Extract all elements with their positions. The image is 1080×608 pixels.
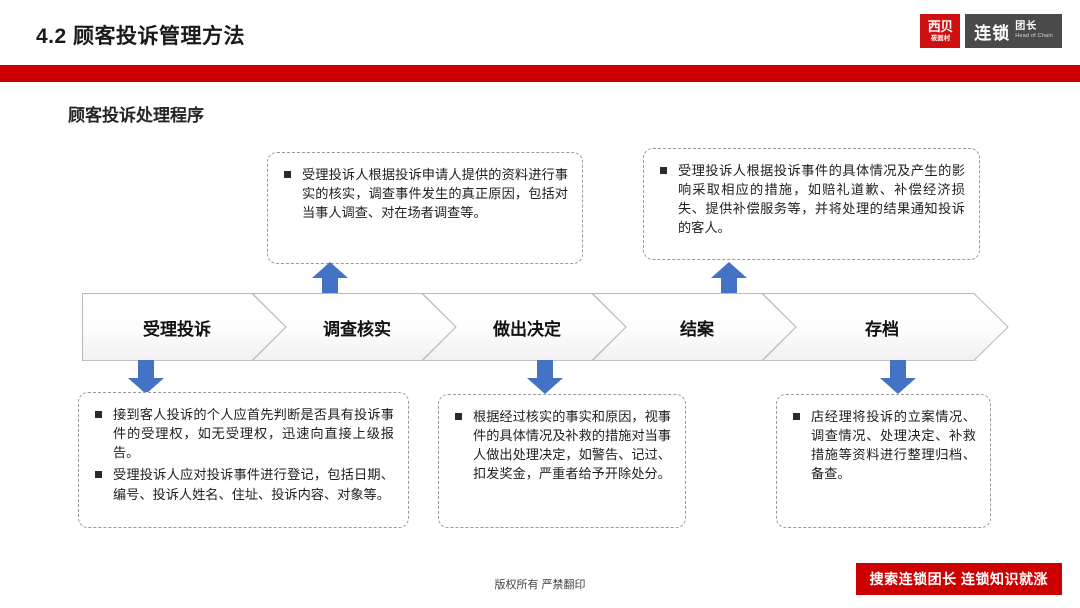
footer-copyright: 版权所有 严禁翻印 <box>494 579 586 591</box>
square-bullet-icon <box>660 167 667 174</box>
list-item: 受理投诉人根据投诉申请人提供的资料进行事实的核实，调查事件发生的真正原因，包括对… <box>278 165 568 222</box>
logo-wordmark: 连锁 团长 Head of Chain <box>965 14 1062 48</box>
callout-box-make-decision: 根据经过核实的事实和原因，视事件的具体情况及补救的措施对当事人做出处理决定，如警… <box>438 394 686 528</box>
page-title: 4.2 顾客投诉管理方法 <box>36 25 246 48</box>
square-bullet-icon <box>95 471 102 479</box>
callout-text: 受理投诉人应对投诉事件进行登记，包括日期、编号、投诉人姓名、住址、投诉内容、对象… <box>113 467 394 502</box>
callout-box-close-case: 受理投诉人根据投诉事件的具体情况及产生的影响采取相应的措施，如赔礼道歉、补偿经济… <box>643 148 980 260</box>
logo-word-sub: 团长 Head of Chain <box>1015 22 1053 40</box>
callout-list: 受理投诉人根据投诉申请人提供的资料进行事实的核实，调查事件发生的真正原因，包括对… <box>278 165 568 222</box>
logo-word-sub-cn: 团长 <box>1015 21 1038 33</box>
process-step-2[interactable]: 调查核实 <box>323 319 391 339</box>
list-item: 受理投诉人根据投诉事件的具体情况及产生的影响采取相应的措施，如赔礼道歉、补偿经济… <box>654 161 965 238</box>
callout-box-accept-complaint: 接到客人投诉的个人应首先判断是否具有投诉事件的受理权，如无受理权，迅速向直接上级… <box>78 392 409 528</box>
square-bullet-icon <box>95 411 102 418</box>
arrow-down-archive <box>880 360 916 399</box>
square-bullet-icon <box>793 413 800 420</box>
process-flow: 受理投诉 调查核实 做出决定 结案 存档 <box>82 293 1009 361</box>
callout-text: 受理投诉人根据投诉申请人提供的资料进行事实的核实，调查事件发生的真正原因，包括对… <box>302 167 568 221</box>
callout-list: 店经理将投诉的立案情况、调查情况、处理决定、补救措施等资料进行整理归档、备查。 <box>787 407 976 484</box>
callout-list: 根据经过核实的事实和原因，视事件的具体情况及补救的措施对当事人做出处理决定，如警… <box>449 407 671 484</box>
section-heading: 顾客投诉处理程序 <box>68 106 204 125</box>
footer-promo-banner[interactable]: 搜索连锁团长 连锁知识就涨 <box>855 563 1062 595</box>
logo-word-sub-en: Head of Chain <box>1015 33 1053 40</box>
list-item: 受理投诉人应对投诉事件进行登记，包括日期、编号、投诉人姓名、住址、投诉内容、对象… <box>89 465 394 503</box>
arrow-down-make-decision <box>527 360 563 399</box>
logo-mark: 西贝 莜面村 <box>920 14 961 48</box>
list-item: 根据经过核实的事实和原因，视事件的具体情况及补救的措施对当事人做出处理决定，如警… <box>449 407 671 484</box>
list-item: 接到客人投诉的个人应首先判断是否具有投诉事件的受理权，如无受理权，迅速向直接上级… <box>89 405 394 462</box>
square-bullet-icon <box>284 171 291 178</box>
logo-mark-top: 西贝 <box>927 19 954 34</box>
process-step-1[interactable]: 受理投诉 <box>143 319 211 339</box>
header-divider-bar <box>0 65 1080 82</box>
arrow-up-close-case <box>711 262 747 301</box>
callout-text: 接到客人投诉的个人应首先判断是否具有投诉事件的受理权，如无受理权，迅速向直接上级… <box>113 407 394 461</box>
arrow-up-investigate <box>312 262 348 301</box>
process-step-5[interactable]: 存档 <box>865 319 899 339</box>
brand-logo: 西贝 莜面村 连锁 团长 Head of Chain <box>920 14 1062 48</box>
square-bullet-icon <box>455 413 462 420</box>
logo-word-main: 连锁 <box>974 23 1011 43</box>
callout-list: 接到客人投诉的个人应首先判断是否具有投诉事件的受理权，如无受理权，迅速向直接上级… <box>89 405 394 504</box>
process-step-4[interactable]: 结案 <box>680 319 714 339</box>
callout-text: 根据经过核实的事实和原因，视事件的具体情况及补救的措施对当事人做出处理决定，如警… <box>473 409 671 482</box>
callout-list: 受理投诉人根据投诉事件的具体情况及产生的影响采取相应的措施，如赔礼道歉、补偿经济… <box>654 161 965 238</box>
logo-mark-bottom: 莜面村 <box>930 35 950 42</box>
process-step-3[interactable]: 做出决定 <box>493 319 561 339</box>
callout-text: 受理投诉人根据投诉事件的具体情况及产生的影响采取相应的措施，如赔礼道歉、补偿经济… <box>678 163 965 236</box>
list-item: 店经理将投诉的立案情况、调查情况、处理决定、补救措施等资料进行整理归档、备查。 <box>787 407 976 484</box>
callout-box-investigate: 受理投诉人根据投诉申请人提供的资料进行事实的核实，调查事件发生的真正原因，包括对… <box>267 152 583 264</box>
callout-box-archive: 店经理将投诉的立案情况、调查情况、处理决定、补救措施等资料进行整理归档、备查。 <box>776 394 991 528</box>
callout-text: 店经理将投诉的立案情况、调查情况、处理决定、补救措施等资料进行整理归档、备查。 <box>811 409 976 482</box>
arrow-down-accept-complaint <box>128 360 164 399</box>
